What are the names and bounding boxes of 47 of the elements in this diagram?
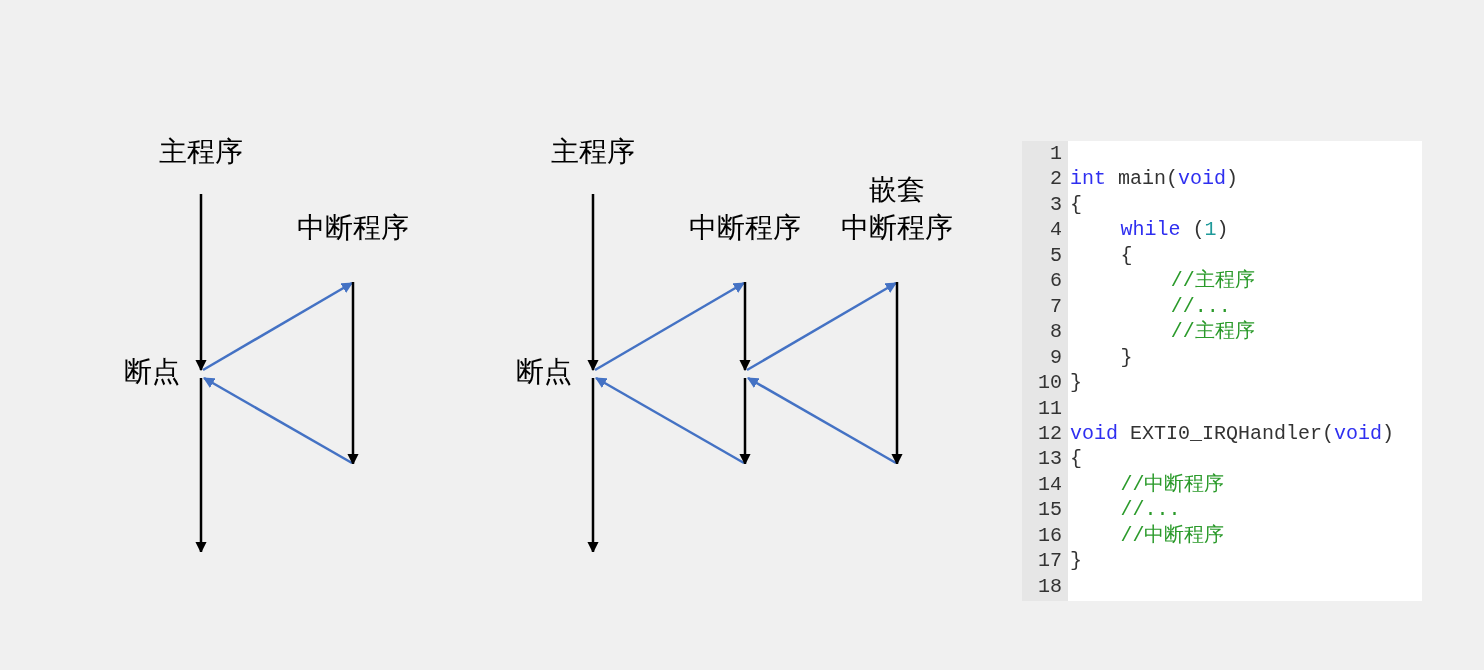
- line-number: 16: [1037, 523, 1062, 548]
- code-line: {: [1120, 243, 1133, 268]
- line-number: 10: [1037, 371, 1062, 396]
- code-line: //...: [1120, 498, 1181, 523]
- arrow: [746, 281, 897, 372]
- timeline-heading: 中断程序: [841, 212, 953, 244]
- arrow: [203, 376, 353, 465]
- code-line: //中断程序: [1120, 523, 1225, 548]
- line-number: 8: [1049, 320, 1062, 345]
- line-number: 15: [1037, 498, 1062, 523]
- timeline-heading: 嵌套: [869, 174, 925, 206]
- code-line: while (1): [1120, 218, 1229, 243]
- line-number: 2: [1049, 167, 1062, 192]
- line-number: 6: [1049, 269, 1062, 294]
- breakpoint-label: 断点: [124, 356, 180, 388]
- arrow: [595, 376, 745, 465]
- timeline-heading: 中断程序: [689, 212, 801, 244]
- code-line: void EXTI0_IRQHandler(void): [1070, 421, 1395, 446]
- line-number: 4: [1049, 218, 1062, 243]
- code-line: //中断程序: [1120, 472, 1225, 497]
- timeline-heading: 中断程序: [297, 212, 409, 244]
- timeline-heading: 主程序: [159, 136, 243, 168]
- line-number: 5: [1049, 243, 1062, 268]
- code-line: }: [1120, 345, 1133, 370]
- arrow: [202, 281, 353, 372]
- code-line: int main(void): [1070, 167, 1239, 192]
- line-number: 18: [1037, 574, 1062, 599]
- line-number: 12: [1037, 421, 1062, 446]
- line-number: 9: [1049, 345, 1062, 370]
- arrow: [747, 376, 897, 465]
- code-line: }: [1070, 371, 1082, 396]
- code-line: {: [1070, 447, 1082, 472]
- line-number: 17: [1037, 549, 1062, 574]
- code-line: {: [1070, 192, 1082, 217]
- code-line: }: [1070, 549, 1082, 574]
- line-number: 13: [1037, 447, 1062, 472]
- breakpoint-label: 断点: [516, 356, 572, 388]
- line-number: 3: [1049, 192, 1062, 217]
- arrow: [594, 281, 745, 372]
- line-number: 11: [1037, 396, 1062, 421]
- code-line: //主程序: [1170, 269, 1255, 294]
- line-number: 7: [1049, 294, 1062, 319]
- timeline-heading: 主程序: [551, 136, 635, 168]
- line-number: 14: [1037, 472, 1062, 497]
- code-line: //...: [1170, 294, 1231, 319]
- code-line: //主程序: [1170, 320, 1255, 345]
- line-number: 1: [1049, 142, 1062, 166]
